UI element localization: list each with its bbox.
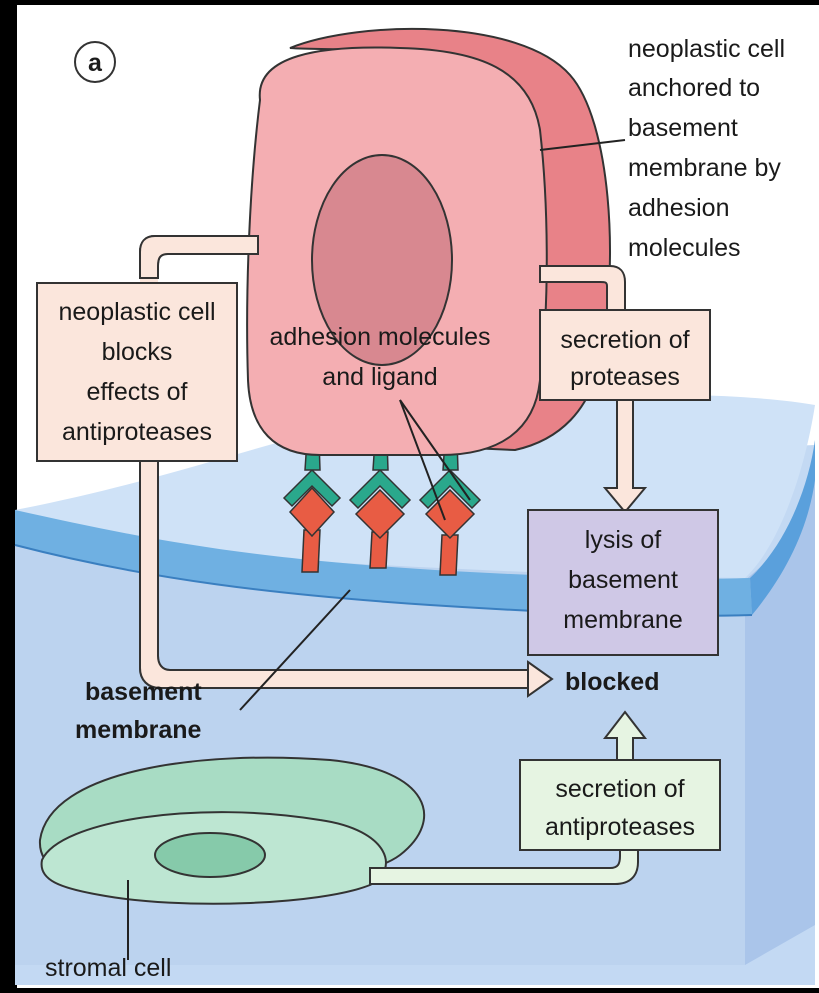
svg-text:neoplastic cell: neoplastic cell — [58, 298, 215, 326]
svg-text:membrane by: membrane by — [628, 154, 781, 182]
svg-text:proteases: proteases — [570, 363, 680, 391]
basement-membrane-label-2: membrane — [75, 716, 202, 744]
svg-text:membrane: membrane — [563, 606, 683, 634]
basement-membrane-label-1: basement — [85, 678, 202, 706]
panel-label: a — [88, 49, 103, 77]
svg-text:antiproteases: antiproteases — [62, 418, 212, 446]
svg-text:adhesion: adhesion — [628, 194, 729, 222]
adhesion-label-line-1: adhesion molecules — [270, 323, 491, 351]
svg-text:anchored to: anchored to — [628, 74, 760, 102]
svg-text:effects of: effects of — [87, 378, 188, 406]
svg-text:basement: basement — [568, 566, 678, 594]
blocked-label: blocked — [565, 668, 659, 696]
svg-text:lysis of: lysis of — [585, 526, 661, 554]
svg-text:blocks: blocks — [102, 338, 173, 366]
adhesion-label-line-2: and ligand — [322, 363, 437, 391]
stromal-cell-label: stromal cell — [45, 954, 171, 982]
svg-text:basement: basement — [628, 114, 738, 142]
svg-text:molecules: molecules — [628, 234, 741, 262]
svg-text:neoplastic cell: neoplastic cell — [628, 35, 785, 63]
svg-text:antiproteases: antiproteases — [545, 813, 695, 841]
stromal-nucleus — [155, 833, 265, 877]
svg-text:secretion of: secretion of — [560, 326, 689, 354]
svg-text:secretion of: secretion of — [555, 775, 684, 803]
